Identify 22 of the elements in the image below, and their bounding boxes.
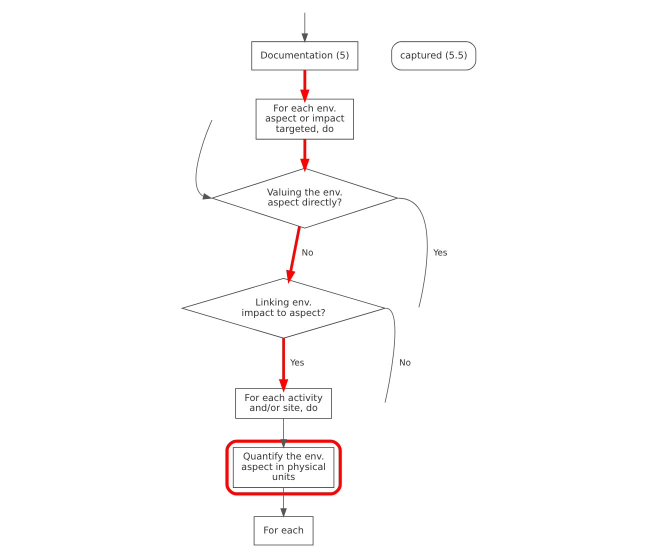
arrow — [302, 12, 308, 43]
arrow — [280, 418, 287, 449]
node-box: For each — [254, 516, 314, 546]
arrow — [300, 139, 310, 172]
node-box: Quantify the env. aspect in physical units — [232, 447, 334, 488]
arrow — [196, 120, 212, 200]
arrow — [286, 226, 301, 284]
arrow — [280, 487, 287, 518]
edge-label: Yes — [290, 358, 304, 369]
node-box: For each env. aspect or impact targeted, do — [256, 98, 354, 140]
node-box: captured (5.5) — [391, 41, 476, 70]
edge-label: Yes — [433, 248, 448, 258]
node-box: For each activity and/or site, do — [235, 388, 332, 419]
node-diamond: Linking env. impact to aspect? — [180, 278, 386, 339]
connector — [384, 308, 396, 403]
connector — [398, 198, 428, 308]
node-box: Documentation (5) — [251, 41, 358, 70]
node-diamond: Valuing the env. aspect directly? — [210, 168, 399, 228]
arrow — [278, 338, 288, 393]
arrow — [300, 70, 310, 104]
edge-label: No — [399, 358, 411, 369]
edge-label: No — [302, 248, 314, 258]
